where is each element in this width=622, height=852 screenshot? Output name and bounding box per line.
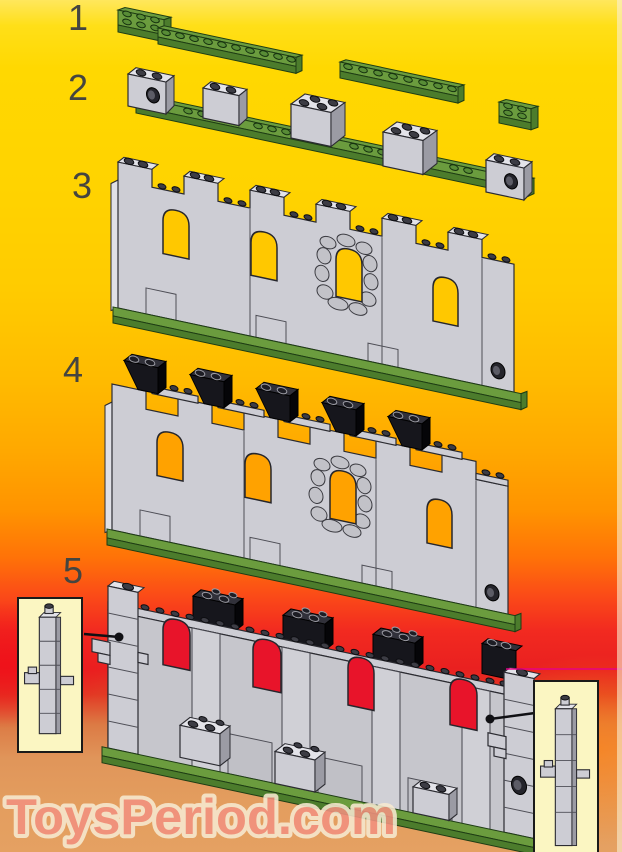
green-plate-1x10 — [156, 25, 304, 75]
watermark-text: ToysPeriod.com — [6, 789, 396, 845]
watermark: ToysPeriod.com — [2, 785, 400, 849]
right-callout-box — [533, 680, 599, 852]
arch-stones — [308, 455, 373, 538]
brick-column-icon — [23, 603, 75, 735]
green-base — [106, 528, 522, 633]
step-2-number: 2 — [68, 67, 89, 108]
arch-stones — [314, 233, 379, 316]
green-plate-1x8 — [338, 59, 466, 104]
merlon-tops — [116, 156, 511, 264]
green-base — [101, 746, 539, 852]
windows — [162, 209, 459, 328]
technic-brick-1x2-hole — [484, 153, 534, 202]
windows — [156, 431, 453, 550]
step-1-number: 1 — [68, 0, 89, 38]
step-1-assembly — [116, 6, 540, 131]
base-brick-2x2 — [178, 715, 232, 767]
left-callout-box — [17, 597, 83, 753]
grey-brick-2x2 — [289, 93, 347, 148]
grey-brick-2x2 — [381, 121, 439, 176]
step-4-wall — [104, 353, 522, 633]
green-plate-2x3 — [116, 6, 173, 43]
step-5-number: 5 — [63, 550, 84, 591]
left-corner-column — [91, 580, 149, 756]
scan-artifact-line — [506, 668, 622, 670]
step-4-number: 4 — [63, 349, 84, 390]
top-plates — [151, 381, 509, 487]
green-plate-2x2 — [497, 98, 540, 131]
step-2-assembly — [126, 67, 536, 202]
right-callout-connector — [485, 711, 536, 724]
left-callout-connector — [83, 632, 124, 642]
base-brick-2x2 — [273, 741, 327, 794]
step-3-number: 3 — [72, 165, 93, 206]
base-brick-1x2 — [411, 779, 459, 822]
black-slope-bricks — [122, 353, 432, 451]
windows-red — [162, 618, 478, 732]
page-edge — [617, 0, 622, 852]
green-base — [112, 306, 528, 411]
step-5-wall-back — [91, 580, 542, 852]
step-3-wall — [110, 156, 528, 411]
technic-brick-1x2-hole — [126, 67, 176, 116]
brick-column-icon — [539, 694, 591, 847]
grey-brick-1x2 — [201, 81, 249, 127]
brick-column-with-clips — [539, 694, 591, 847]
brick-column-with-clips — [23, 603, 75, 735]
